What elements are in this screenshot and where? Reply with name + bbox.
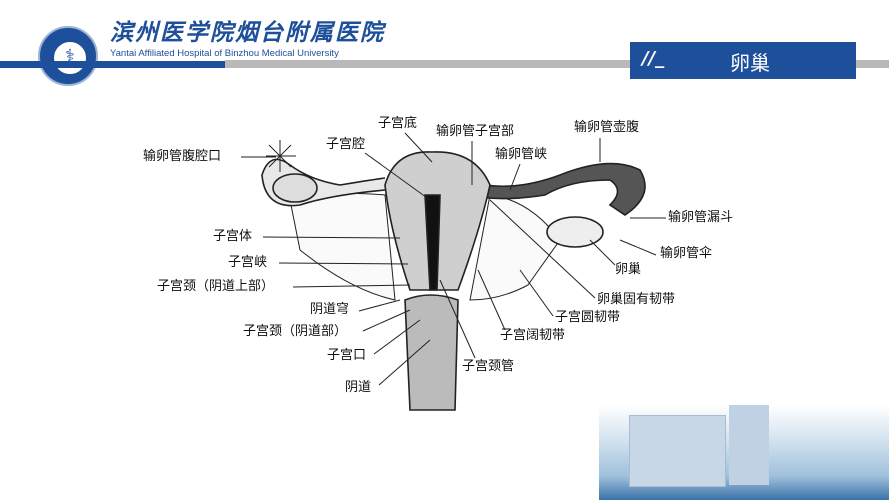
label-uterine-body: 子宫体 — [213, 229, 253, 244]
label-uterine-cavity: 子宫腔 — [326, 137, 366, 152]
label-uterine-fundus: 子宫底 — [378, 116, 418, 131]
label-broad-ligament: 子宫阔韧带 — [500, 328, 566, 343]
hospital-name-en: Yantai Affiliated Hospital of Binzhou Me… — [110, 48, 339, 59]
label-fallopian-isthmus: 输卵管峡 — [495, 147, 548, 162]
label-vagina: 阴道 — [345, 380, 372, 395]
hospital-name-cn: 滨州医学院烟台附属医院 — [110, 19, 385, 46]
label-cervix-supravaginal: 子宫颈（阴道上部） — [157, 279, 275, 294]
label-cervical-canal: 子宫颈管 — [462, 359, 515, 374]
header-divider-gray — [225, 60, 889, 68]
title-mark-icon: //_ — [642, 48, 665, 69]
label-fallopian-uterine-part: 输卵管子宫部 — [436, 124, 515, 139]
label-external-os: 子宫口 — [327, 348, 367, 363]
caduceus-icon: ⚕ — [52, 40, 88, 76]
label-fallopian-abdominal-ostium: 输卵管腹腔口 — [143, 149, 222, 164]
label-ovary: 卵巢 — [615, 262, 642, 277]
label-fallopian-ampulla: 输卵管壶腹 — [574, 120, 640, 135]
label-fallopian-infundibulum: 输卵管漏斗 — [668, 210, 734, 225]
header-divider-blue — [0, 61, 225, 68]
slide-title: 卵巢 — [730, 51, 770, 75]
label-round-ligament: 子宫圆韧带 — [555, 310, 621, 325]
hospital-logo: ⚕ — [38, 26, 98, 86]
label-fallopian-fimbriae: 输卵管伞 — [660, 246, 713, 261]
slide-title-box: //_ 卵巢 — [630, 42, 856, 79]
label-cervix-vaginal: 子宫颈（阴道部） — [243, 324, 348, 339]
label-vaginal-fornix: 阴道穹 — [310, 302, 350, 317]
hospital-building-image — [599, 405, 889, 500]
label-ovarian-ligament: 卵巢固有韧带 — [597, 292, 676, 307]
label-uterine-isthmus: 子宫峡 — [228, 255, 268, 270]
leader-lines — [241, 132, 666, 386]
